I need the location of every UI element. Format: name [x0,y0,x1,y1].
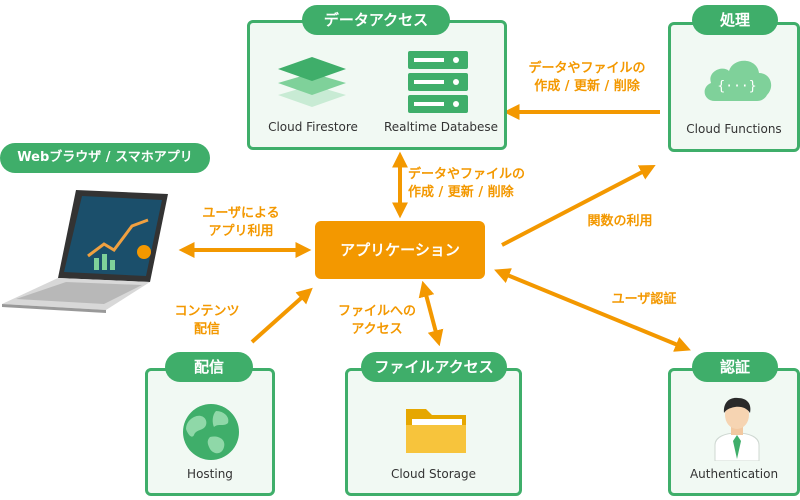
authentication-label: Authentication [689,467,779,481]
auth-box: Authentication [668,368,800,496]
annotation-user-auth: ユーザ認証 [611,292,677,307]
annotation-functions-use: 関数の利用 [587,214,653,229]
data-access-title: データアクセス [302,5,450,35]
auth-title: 認証 [692,352,778,382]
browser-label: Webブラウザ / スマホアプリ [0,143,210,173]
storage-label: Cloud Storage [390,467,477,481]
folder-icon [404,401,468,457]
realtime-database-label: Realtime Databese [383,120,499,134]
annotation-functions-crud: データやファイルの 作成 / 更新 / 削除 [528,61,646,94]
layers-icon [272,51,352,111]
processing-box: {···} Cloud Functions [668,22,800,152]
cloud-icon: {···} [699,53,775,105]
data-access-box: Cloud Firestore Realtime Databese [247,20,507,150]
svg-text:{···}: {···} [717,79,756,94]
annotation-file-access: ファイルへの アクセス [337,304,416,337]
file-access-title: ファイルアクセス [361,352,507,382]
arrow-app-storage [418,280,444,347]
firestore-label: Cloud Firestore [268,120,358,134]
laptop-icon [0,186,175,314]
file-access-box: Cloud Storage [345,368,522,496]
delivery-title: 配信 [165,352,253,382]
application-box: アプリケーション [315,221,485,279]
arrow-app-auth [494,268,691,352]
functions-label: Cloud Functions [686,122,782,136]
database-server-icon [406,49,470,115]
hosting-label: Hosting [187,467,233,481]
arrow-hosting-app [250,287,313,344]
annotation-app-crud: データやファイルの 作成 / 更新 / 削除 [408,167,526,200]
annotation-user-app: ユーザによる アプリ利用 [202,206,280,239]
delivery-box: Hosting [145,368,275,496]
annotation-content-delivery: コンテンツ 配信 [174,304,240,337]
arrow-app-functions [501,165,656,247]
person-icon [711,395,763,462]
globe-icon [180,401,242,463]
processing-title: 処理 [692,5,778,35]
